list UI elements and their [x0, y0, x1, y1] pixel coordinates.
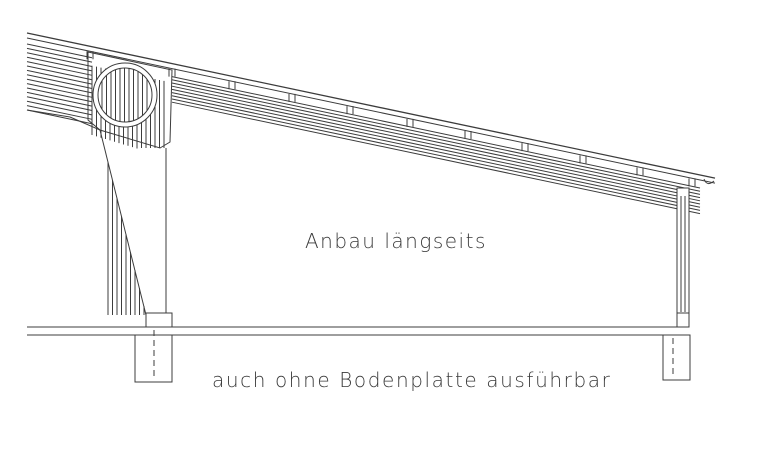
- right-post: [676, 187, 690, 328]
- rafter-line: [171, 95, 701, 208]
- wall-stripe: [26, 74, 93, 90]
- wall-stripe: [26, 78, 93, 94]
- rafter-line: [171, 92, 701, 205]
- right-post-base: [676, 312, 690, 328]
- rafter-line: [171, 82, 701, 195]
- post-base: [145, 312, 173, 328]
- foundation-note: auch ohne Bodenplatte ausführbar: [212, 368, 612, 392]
- ground-line: [27, 326, 691, 383]
- rafter-line: [171, 88, 701, 202]
- house-wall: [26, 43, 101, 131]
- right-post-outline: [676, 187, 690, 316]
- rafter-line: [171, 101, 701, 215]
- rafter-line: [171, 79, 701, 192]
- wall-edge: [69, 116, 101, 131]
- wall-stripe: [26, 69, 93, 85]
- wall-stripe: [26, 61, 93, 76]
- gutter-icon: [703, 178, 715, 185]
- wall-stripe: [26, 47, 93, 63]
- wall-stripe: [26, 87, 93, 103]
- wall-edge: [26, 109, 71, 118]
- rafter-line: [171, 76, 701, 189]
- wall-stripe: [26, 83, 93, 98]
- roof: [26, 32, 716, 215]
- gutter-icon: [703, 178, 715, 185]
- wall-stripe: [26, 43, 93, 59]
- beam-circle-inner: [97, 67, 153, 123]
- wall-stripe: [26, 91, 93, 107]
- wall-stripe: [26, 105, 93, 120]
- wall-stripe: [26, 52, 93, 68]
- wall-stripe: [26, 96, 93, 112]
- roof-top-line: [26, 32, 716, 179]
- main-post: [87, 51, 173, 328]
- rafter-line: [171, 98, 701, 211]
- strut-edge: [99, 129, 147, 316]
- roof-sheet-line: [26, 37, 716, 184]
- rafter-line: [171, 85, 701, 199]
- wall-stripe: [26, 100, 93, 116]
- right-footing: [662, 334, 691, 381]
- wall-stripe: [26, 56, 93, 72]
- extension-label: Anbau längseits: [305, 229, 487, 253]
- wall-stripe: [26, 65, 93, 81]
